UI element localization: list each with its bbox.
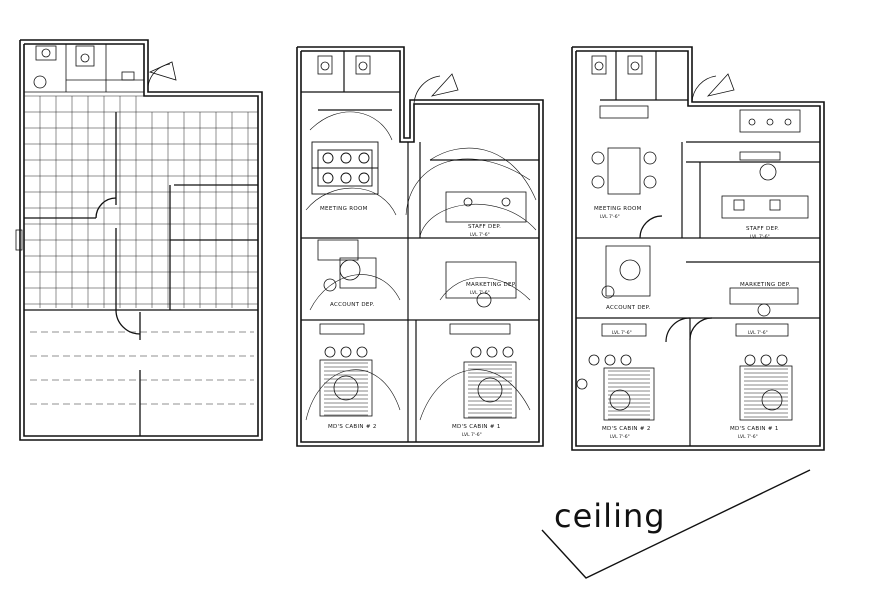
marketing-dep-label: MARKETING DEP. [740, 282, 791, 288]
md-cabin-1-label: MD'S CABIN # 1 [452, 424, 501, 430]
staff-lvl-label: LVL 7'-6" [750, 234, 770, 240]
ceiling-caption: ceiling [541, 469, 811, 579]
meeting-room-label: MEETING ROOM [320, 206, 368, 212]
electrical-plan: MEETING ROOM STAFF DEP. LVL 7'-6" ACCOUN… [296, 46, 544, 447]
account-lvl-label: LVL 7'-6" [612, 330, 632, 336]
md-cabin-1-lvl-label: LVL 7'-6" [462, 432, 482, 438]
md-cabin-1-label: MD'S CABIN # 1 [730, 426, 779, 432]
account-dep-label: ACCOUNT DEP. [330, 302, 374, 308]
md-cabin-2-lvl-label: LVL 7'-6" [610, 434, 630, 440]
marketing-dep-label: MARKETING DEP. [466, 282, 517, 288]
tile-grid [24, 95, 258, 308]
furniture-plan: MEETING ROOM LVL 7'-6" STAFF DEP. LVL 7'… [571, 46, 825, 451]
toilet-block [24, 44, 177, 93]
md-cabin-1-lvl-label: LVL 7'-6" [738, 434, 758, 440]
ceiling-caption-text: ceiling [554, 497, 666, 535]
staff-lvl-label: LVL 7'-6" [470, 232, 490, 238]
wiring-arcs [305, 111, 537, 421]
floor-tile-plan [15, 39, 263, 441]
meeting-room-label: MEETING ROOM [594, 206, 642, 212]
dashed-zone [30, 331, 254, 405]
md-cabin-2-label: MD'S CABIN # 2 [602, 426, 651, 432]
caption-pointer-line [541, 469, 811, 579]
md-cabin-2-label: MD'S CABIN # 2 [328, 424, 377, 430]
marketing-lvl-label: LVL 7'-6" [470, 290, 490, 296]
account-dep-label: ACCOUNT DEP. [606, 305, 650, 311]
meeting-table [311, 141, 379, 195]
marketing-lvl-label: LVL 7'-6" [748, 330, 768, 336]
staff-dep-label: STAFF DEP. [746, 226, 779, 232]
staff-dep-label: STAFF DEP. [468, 224, 501, 230]
meeting-lvl-label: LVL 7'-6" [600, 214, 620, 220]
